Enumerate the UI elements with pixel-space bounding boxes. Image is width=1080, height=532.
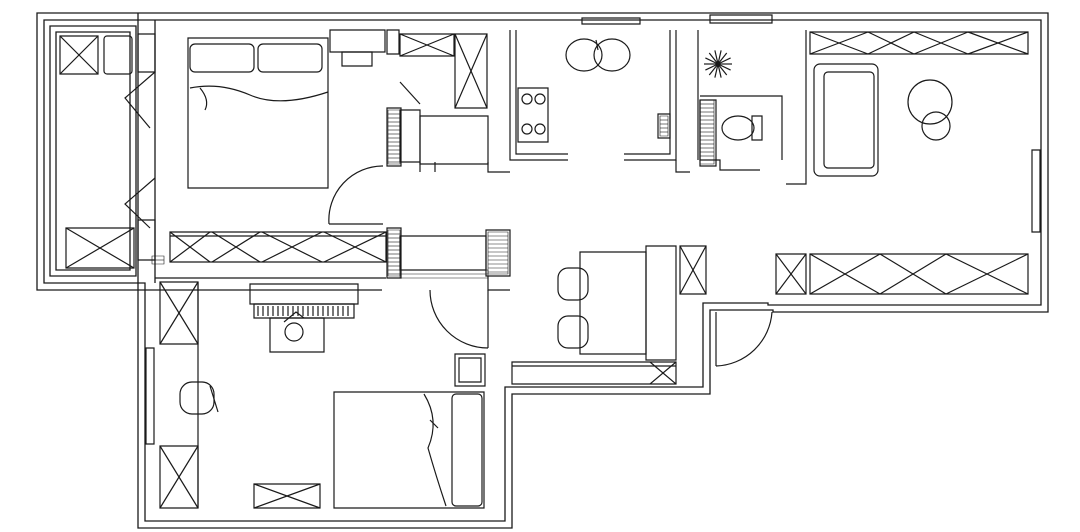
top-cabinet [810,32,1028,54]
shower-ray [715,64,718,78]
dining-area [512,246,706,384]
second-bed [334,392,484,508]
shower-ray [705,58,718,64]
kitchen-sink-left [566,39,602,71]
living-sofa [814,64,878,176]
shower-ray [715,50,718,64]
brick-wall [700,100,714,164]
shower-ray [718,53,727,64]
toilet [722,116,754,140]
master-bedroom [170,30,488,262]
shower-ray [718,64,721,78]
piano-keys [258,306,348,316]
brick-wall-hatching [152,100,714,278]
shower-ray [718,64,731,70]
corridor-partition [387,228,510,348]
washing-machine [104,36,132,74]
master-bed [188,38,328,188]
brick-wall [152,256,164,264]
sideboard [512,362,676,384]
kitchen [488,18,690,172]
balcony-cabinet-bottom [66,228,134,268]
coffee-table [908,80,952,124]
brick-wall [488,232,508,274]
master-door-swing [329,166,383,224]
shower-ray [718,50,721,64]
shower-ray [705,64,718,70]
brick-wall [388,110,400,164]
dining-chair-lower [558,316,588,348]
folding-door-upper [125,72,155,128]
shower-ray [709,64,718,75]
master-desk [330,30,385,52]
living-room [716,30,1040,366]
entrance-door-swing [716,312,772,366]
shower-ray [718,58,731,64]
shower-ray [709,53,718,64]
balcony [60,34,155,268]
balcony-cabinet-top [60,36,98,74]
dining-table [580,252,646,354]
second-bedroom [138,278,485,508]
shower-rays [704,50,732,77]
floor-plan-linework [37,13,1048,528]
bottom-cabinet [810,254,1028,294]
gas-stove [518,88,548,142]
brick-wall [388,230,400,276]
kitchen-sink-right [594,39,630,71]
outer-walls [37,13,1048,528]
piano [250,284,358,304]
dining-chair-upper [558,268,588,300]
bathroom [698,15,782,170]
master-wardrobe [170,232,386,262]
second-bedroom-cabinet [254,484,320,508]
shower-ray [718,64,727,75]
study-chair [180,382,214,414]
second-bedroom-door-swing [430,290,488,348]
brick-wall [660,116,668,136]
